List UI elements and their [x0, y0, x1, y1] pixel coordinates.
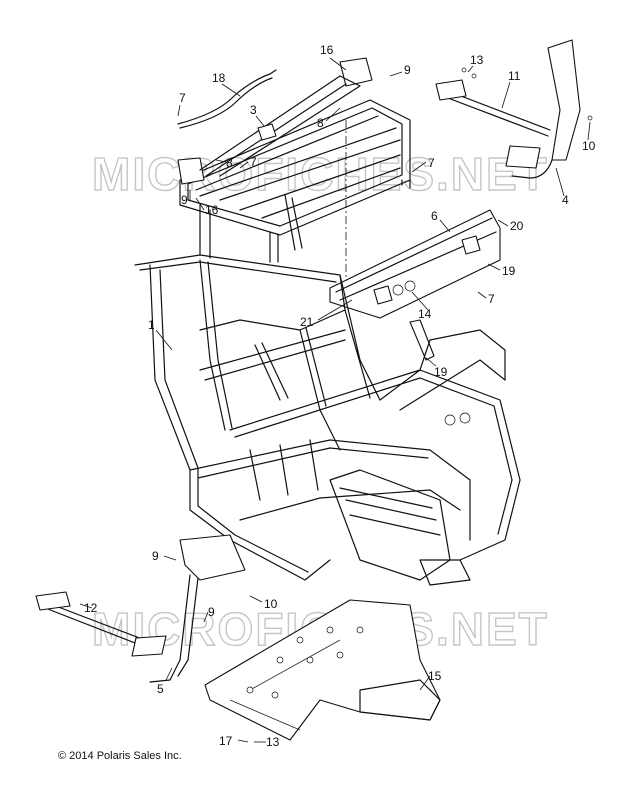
callout-7a: 7: [179, 91, 186, 105]
callout-8b: 8: [226, 156, 233, 170]
callout-7b: 7: [250, 155, 257, 169]
callout-16a: 16: [320, 43, 334, 57]
rear-cross-plate: [329, 209, 501, 319]
callout-12: 12: [84, 601, 98, 615]
callout-4: 4: [562, 193, 569, 207]
callout-13a: 13: [470, 53, 484, 67]
skid-plate: [204, 599, 441, 741]
callout-15: 15: [428, 669, 442, 683]
callout-8a: 8: [317, 116, 324, 130]
callout-10a: 10: [582, 139, 596, 153]
callout-20: 20: [510, 219, 524, 233]
callout-16b: 16: [205, 203, 219, 217]
callout-5: 5: [157, 682, 164, 696]
main-frame: [134, 254, 521, 586]
callout-18: 18: [212, 71, 226, 85]
callout-19a: 19: [502, 264, 516, 278]
callout-7d: 7: [488, 292, 495, 306]
rack-handle-bar: [177, 69, 277, 129]
callout-21: 21: [300, 315, 314, 329]
callout-7c: 7: [428, 156, 435, 170]
callout-1: 1: [148, 318, 155, 332]
callout-17: 17: [219, 734, 233, 748]
callout-11: 11: [508, 69, 521, 83]
callout-labels: 16 9 18 7 3 8 8 7 7 9 16 13 11 10 4 6 20…: [84, 43, 596, 749]
callout-9a: 9: [404, 63, 411, 77]
left-nerf-assembly: [35, 534, 246, 683]
watermark-top: MICROFICHES.NET: [92, 148, 549, 200]
rack-bracket: [257, 123, 277, 141]
cargo-rack-frame: [177, 57, 411, 263]
callout-9d: 9: [208, 605, 215, 619]
callout-14: 14: [418, 307, 432, 321]
right-nerf-assembly: [435, 39, 593, 179]
callout-6: 6: [431, 209, 438, 223]
callout-3: 3: [250, 103, 257, 117]
callout-10b: 10: [264, 597, 278, 611]
lower-bracket: [409, 319, 435, 361]
callout-19b: 19: [434, 365, 448, 379]
callout-9c: 9: [152, 549, 159, 563]
leader-lines: [79, 57, 591, 743]
copyright-notice: © 2014 Polaris Sales Inc.: [58, 750, 182, 762]
callout-9b: 9: [181, 193, 188, 207]
callout-13b: 13: [266, 735, 280, 749]
